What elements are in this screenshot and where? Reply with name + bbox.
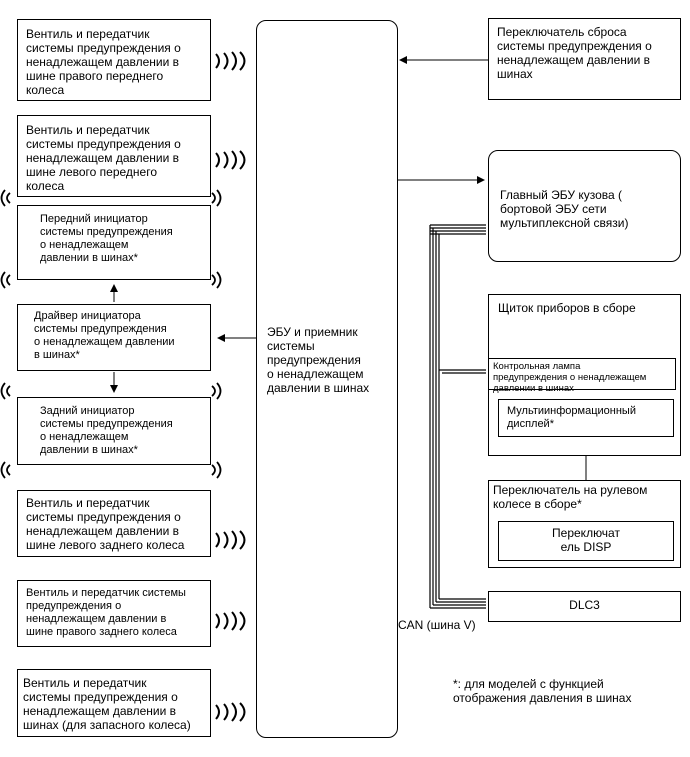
sensor-rear-left-box: Вентиль и передатчик системы предупрежде… [17,490,211,557]
combination-meter-box: Щиток приборов в сборе Контрольная лампа… [488,294,681,456]
radio-waves [215,51,246,722]
body-ecu-box: Главный ЭБУ кузова ( бортовой ЭБУ сети м… [488,150,681,262]
sensor-front-left-box: Вентиль и передатчик системы предупрежде… [17,115,211,197]
multi-display-label: Мультиинформационный дисплей* [507,405,636,430]
steering-switch-label: Переключатель на рулевом колесе в сборе* [493,483,648,511]
initiator-driver-label: Драйвер инициатора системы предупреждени… [34,310,175,361]
sensor-rear-right-label: Вентиль и передатчик системы предупрежде… [26,587,186,638]
sensor-front-right-label: Вентиль и передатчик системы предупрежде… [26,27,181,97]
disp-switch-label: Переключат ель DISP [552,526,620,554]
dlc3-label: DLC3 [569,598,600,612]
sensor-rear-left-label: Вентиль и передатчик системы предупрежде… [26,496,185,552]
rear-initiator-label: Задний инициатор системы предупреждения … [40,405,173,456]
dlc3-box: DLC3 [488,591,681,622]
sensor-rear-right-box: Вентиль и передатчик системы предупрежде… [17,580,211,647]
sensor-front-right-box: Вентиль и передатчик системы предупрежде… [17,19,211,101]
body-ecu-label: Главный ЭБУ кузова ( бортовой ЭБУ сети м… [500,188,629,230]
initiator-wave-marks [0,189,222,479]
steering-switch-box: Переключатель на рулевом колесе в сборе*… [488,480,681,568]
ecu-box: ЭБУ и приемник системы предупреждения о … [256,20,398,738]
rear-initiator-box: Задний инициатор системы предупреждения … [17,397,211,465]
reset-switch-label: Переключатель сброса системы предупрежде… [497,25,652,81]
front-initiator-label: Передний инициатор системы предупреждени… [40,213,173,264]
footnote: *: для моделей с функцией отображения да… [453,677,632,705]
sensor-spare-label: Вентиль и передатчик системы предупрежде… [23,676,191,732]
sensor-front-left-label: Вентиль и передатчик системы предупрежде… [26,123,181,193]
disp-switch-box: Переключат ель DISP [498,521,674,561]
warning-lamp-box: Контрольная лампа предупреждения о ненад… [488,358,676,394]
reset-switch-box: Переключатель сброса системы предупрежде… [488,18,681,100]
can-bus [429,224,486,609]
sensor-spare-box: Вентиль и передатчик системы предупрежде… [17,669,211,737]
initiator-driver-box: Драйвер инициатора системы предупреждени… [17,304,211,371]
combination-meter-label: Щиток приборов в сборе [498,301,636,315]
front-initiator-box: Передний инициатор системы предупреждени… [17,205,211,280]
ecu-label: ЭБУ и приемник системы предупреждения о … [267,325,370,395]
can-bus-label: CAN (шина V) [398,618,476,632]
multi-display-box: Мультиинформационный дисплей* [498,399,674,437]
warning-lamp-label: Контрольная лампа предупреждения о ненад… [493,361,647,394]
